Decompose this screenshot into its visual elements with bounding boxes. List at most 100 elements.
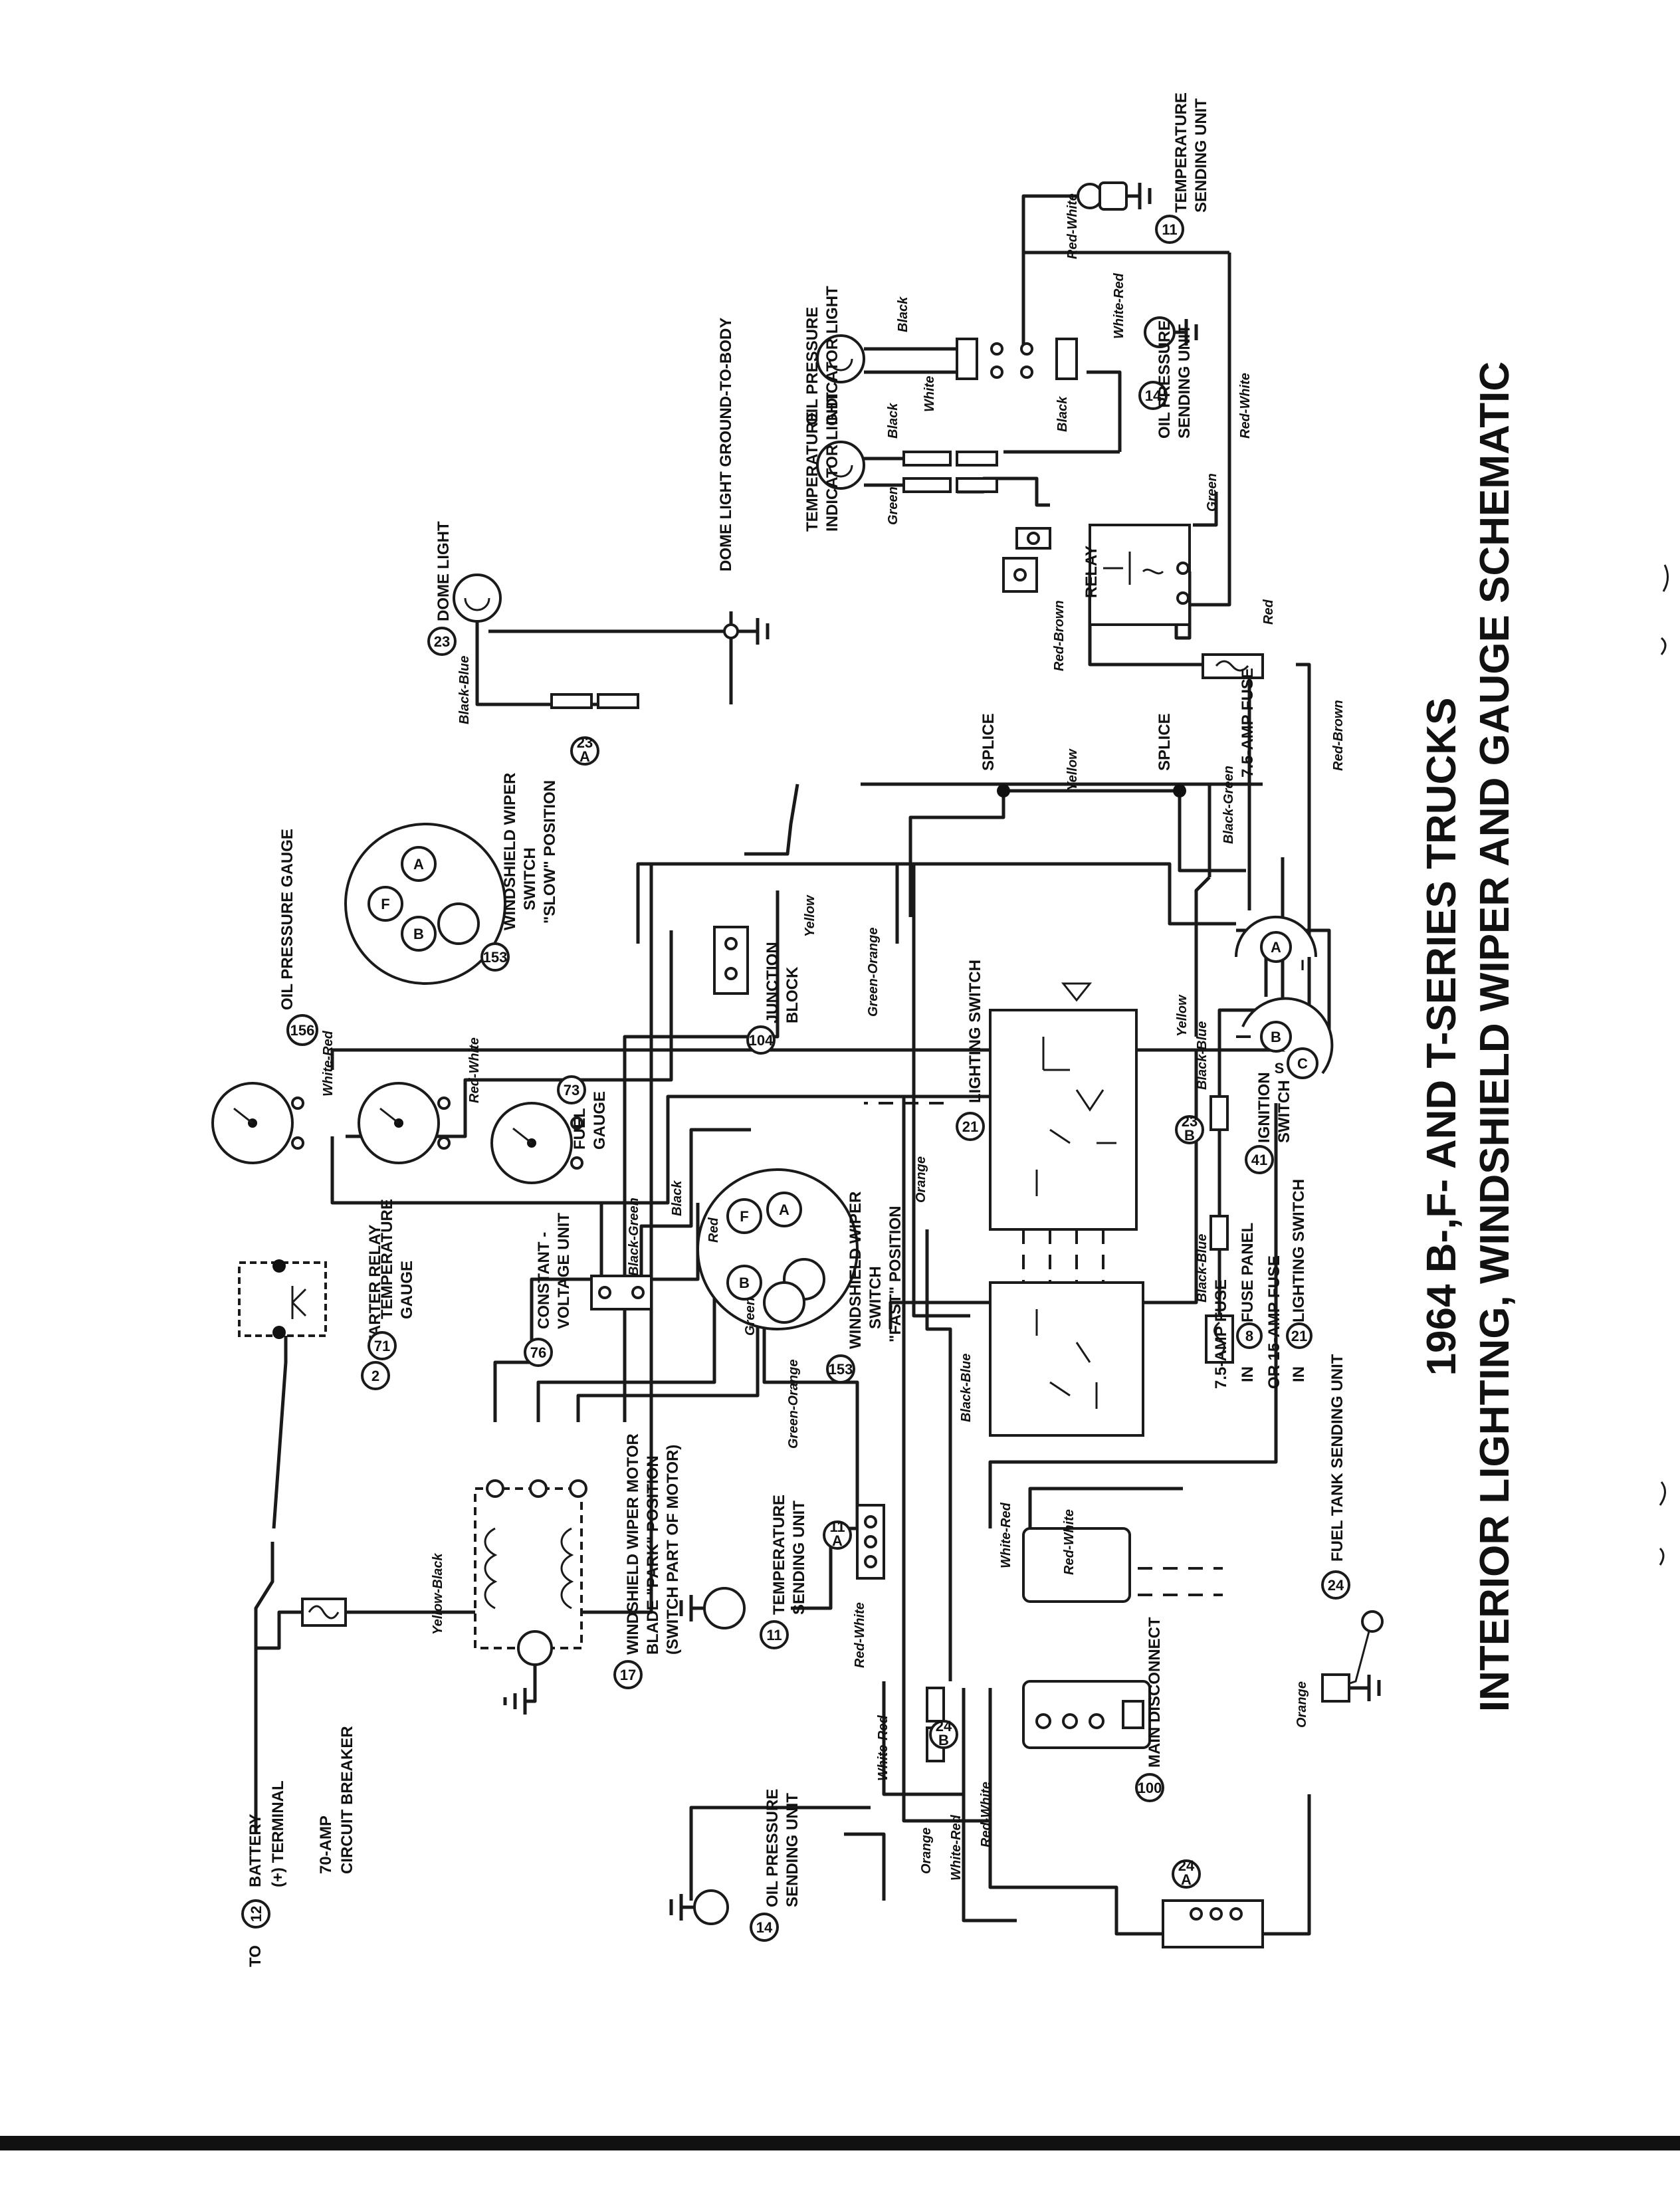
temp-gauge-label-1: TEMPERATURE [378, 1199, 396, 1319]
lighting-switch-label: LIGHTING SWITCH [966, 960, 984, 1103]
fuse-panel-label-2: IN [1239, 1366, 1257, 1382]
oil-sender-right: 14 OIL PRESSURE SENDING UNIT [1138, 316, 1198, 439]
temp-indicator-label-2: INDICATOR LIGHT [823, 392, 841, 532]
temp-gauge-num: 71 [374, 1338, 390, 1354]
connector-24b-letter: B [938, 1732, 949, 1748]
circuit-breaker: 70-AMP CIRCUIT BREAKER [301, 1598, 356, 1874]
wire-label-black-blue-4: Black-Blue [457, 656, 472, 724]
wire-label-red-white-4: Red-White [853, 1602, 867, 1668]
ignition-num: 41 [1251, 1152, 1267, 1168]
connector-24b-num: 24 [936, 1718, 952, 1734]
wire-label-black-blue-3: Black-Blue [1195, 1234, 1209, 1303]
temperature-gauge: 71 TEMPERATURE GAUGE [358, 1082, 451, 1360]
wire-label-black-green-1: Black-Green [627, 1198, 641, 1276]
connector-23a-num: 23 [577, 734, 593, 751]
wiper-switch-slow: F A B 153 WINDSHIELD WIPER SWITCH "SLOW"… [344, 773, 559, 985]
fuel-gauge: 73 FUEL GAUGE [490, 1075, 609, 1184]
splice-label-1: SPLICE [980, 713, 998, 771]
wire-label-black-2: Black [896, 296, 910, 332]
fuse-panel-label-5: IN [1290, 1366, 1308, 1382]
temp-sender-left-num: 11 [766, 1627, 782, 1643]
junction-label-2: BLOCK [784, 966, 801, 1023]
ignition-switch: B C S A I 41 IGNITION SWITCH [1235, 916, 1334, 1174]
wire-label-red-brown-1: Red-Brown [1331, 700, 1346, 771]
connector-24a-letter: A [1181, 1871, 1192, 1888]
wire-label-black-4: Black [1055, 396, 1070, 432]
connector-24a: 24 A [1162, 1857, 1264, 1948]
wire-label-green-2: Green [1205, 473, 1219, 512]
ignition-term-i: I [1301, 957, 1305, 974]
temp-sender-left: 11 TEMPERATURE SENDING UNIT [679, 1495, 808, 1649]
wire-label-white-red-4: White-Red [999, 1502, 1013, 1568]
starter-relay: 2 STARTER RELAY [238, 1225, 390, 1390]
relay-label: RELAY [1083, 546, 1101, 598]
oil-sender-left-label-2: SENDING UNIT [784, 1793, 801, 1907]
wiper-fast-label-1: WINDSHIELD WIPER [847, 1192, 865, 1349]
temp-sender-right-label-2: SENDING UNIT [1192, 98, 1210, 213]
oil-sender-left-num: 14 [756, 1919, 773, 1936]
wiper-fast-label-3: "FAST" POSITION [887, 1206, 904, 1342]
wiper-fast-label-2: SWITCH [867, 1266, 885, 1329]
breaker-label-2: CIRCUIT BREAKER [338, 1726, 356, 1874]
fuel-tank-label: FUEL TANK SENDING UNIT [1328, 1354, 1346, 1562]
wire-label-green-orange-1: Green-Orange [786, 1360, 801, 1449]
fuse-panel-label-6: LIGHTING SWITCH [1290, 1179, 1308, 1322]
ignition-term-s: S [1275, 1060, 1285, 1077]
wiper-slow-label-2: SWITCH [521, 847, 539, 910]
wiper-motor-label-2: BLADE "PARK" POSITION [644, 1455, 662, 1655]
wire-label-black-1: Black [670, 1180, 684, 1216]
battery-sub: (+) TERMINAL [269, 1780, 287, 1887]
wire-label-orange-2: Orange [919, 1828, 934, 1874]
wiper-fast-term-f: F [740, 1208, 748, 1225]
oil-indicator-label-1: OIL PRESSURE [803, 307, 821, 425]
ignition-term-b: B [1271, 1029, 1281, 1045]
temp-indicator-light: TEMPERATURE INDICATOR LIGHT [803, 392, 998, 532]
junction-block: 104 JUNCTION BLOCK [713, 926, 801, 1055]
fuse-panel-num-2: 21 [1291, 1328, 1307, 1344]
right-fuse-label: 7.5-AMP FUSE [1239, 668, 1257, 778]
temp-sender-right-label-1: TEMPERATURE [1172, 92, 1190, 213]
temp-sender-left-label-1: TEMPERATURE [770, 1495, 788, 1615]
oil-indicator-label-2: INDICATOR LIGHT [823, 286, 841, 425]
wire-label-black-blue-2: Black-Blue [1195, 1021, 1209, 1090]
wire-label-orange-1: Orange [914, 1156, 928, 1203]
connector-11a: 11 A [823, 1504, 885, 1580]
fuse-panel-label-3: FUSE PANEL [1239, 1223, 1257, 1322]
wire-label-red-white-3: Red-White [1065, 193, 1080, 259]
oil-sender-right-label-2: SENDING UNIT [1176, 324, 1194, 439]
temp-sender-left-label-2: SENDING UNIT [790, 1501, 808, 1615]
wiper-slow-label-3: "SLOW" POSITION [541, 780, 559, 924]
wiper-slow-num: 153 [483, 949, 508, 966]
main-disconnect-label: MAIN DISCONNECT [1146, 1617, 1164, 1768]
wiper-slow-term-a: A [413, 856, 424, 873]
wiper-fast-term-b: B [739, 1275, 750, 1291]
wire-label-red-white-1: Red-White [467, 1037, 482, 1103]
breaker-label-1: 70-AMP [317, 1816, 335, 1874]
page-bottom-border [0, 2136, 1680, 2150]
title-line-2: INTERIOR LIGHTING, WINDSHIELD WIPER AND … [1472, 362, 1518, 1712]
fuse-panel-label-1: 7.5-AMP FUSE [1212, 1279, 1230, 1389]
connector-23b: 23 B [1175, 1095, 1229, 1251]
connector-11a-letter: A [832, 1532, 843, 1549]
oil-gauge-label: OIL PRESSURE GAUGE [278, 829, 296, 1010]
connector-23a: 23 A [570, 734, 599, 766]
wire-labels: Yellow-Black White-Red Red-White Black-G… [321, 193, 1346, 1881]
temp-indicator-label-1: TEMPERATURE [803, 411, 821, 532]
main-disconnect-num: 100 [1138, 1780, 1162, 1796]
splices: SPLICE SPLICE [980, 713, 1186, 797]
cvu-num: 76 [530, 1344, 546, 1361]
ignition-label-1: IGNITION [1255, 1072, 1273, 1143]
oil-gauge-num: 156 [290, 1022, 315, 1039]
connector-23b-letter: B [1184, 1127, 1195, 1144]
fuel-gauge-num: 73 [564, 1082, 579, 1098]
starter-relay-num: 2 [371, 1368, 379, 1384]
battery-pre: TO [247, 1945, 264, 1967]
schematic-title: 1964 B-,F- AND T-SERIES TRUCKS INTERIOR … [1419, 362, 1518, 1712]
wiper-slow-term-b: B [413, 926, 424, 942]
fuel-tank-sender: 24 FUEL TANK SENDING UNIT [1321, 1354, 1384, 1703]
wire-label-yellow-1: Yellow [803, 894, 817, 937]
splice-label-2: SPLICE [1156, 713, 1174, 771]
scan-marks [1659, 564, 1669, 1566]
oil-pressure-gauge: 156 OIL PRESSURE GAUGE [211, 829, 318, 1164]
cvu-label-1: CONSTANT - [535, 1232, 553, 1329]
